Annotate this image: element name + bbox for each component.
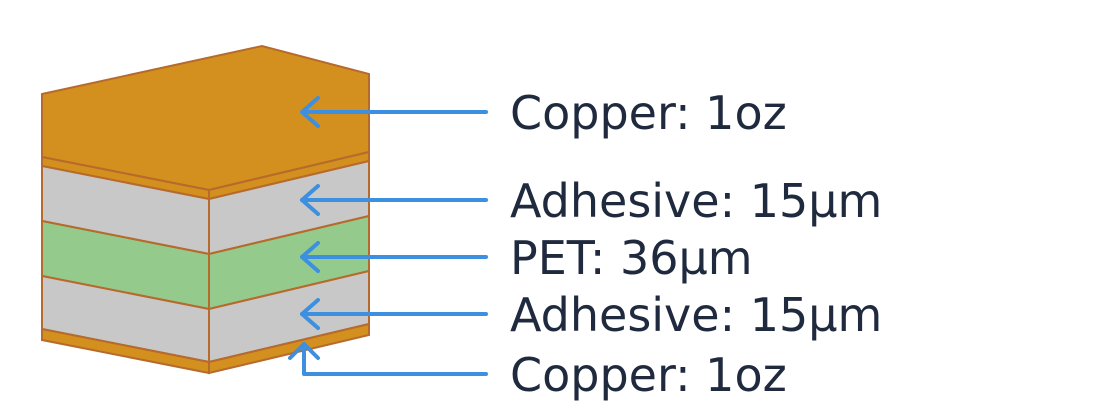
arrow-pet: [300, 241, 488, 273]
label-copper-bottom: Copper: 1oz: [510, 348, 787, 402]
label-adhesive-top: Adhesive: 15μm: [510, 174, 882, 228]
label-copper-top: Copper: 1oz: [510, 86, 787, 140]
leader-arrows: [288, 96, 488, 376]
arrow-adhesive-top: [300, 184, 488, 216]
label-pet: PET: 36μm: [510, 231, 753, 285]
arrow-copper-bottom: [288, 342, 488, 376]
copper-bottom-right-face: [208, 322, 370, 375]
label-adhesive-bottom: Adhesive: 15μm: [510, 288, 882, 342]
arrow-adhesive-bottom: [300, 298, 488, 330]
arrow-copper-top: [300, 96, 488, 128]
